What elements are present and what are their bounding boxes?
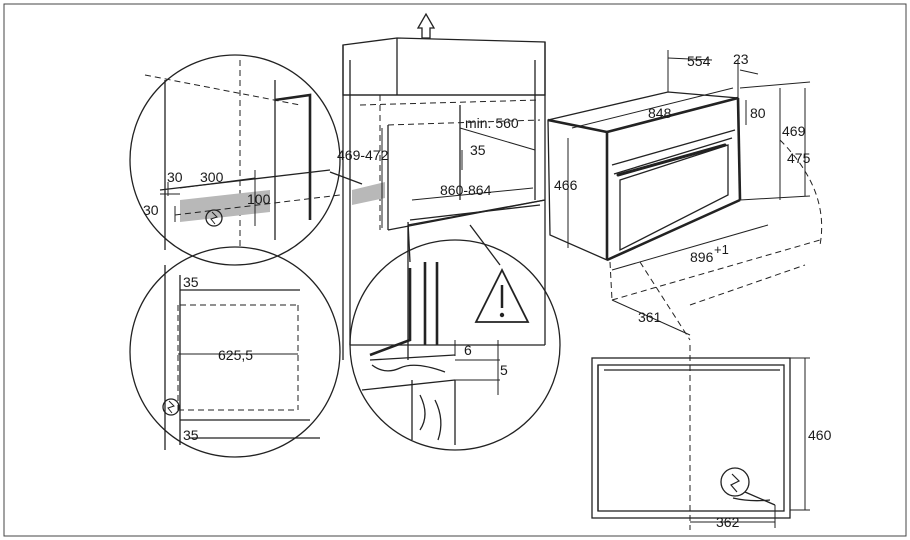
power-symbol-icon	[162, 398, 180, 416]
oven-front-view: 460 362	[591, 345, 832, 530]
dim-466: 466	[554, 177, 578, 193]
power-symbol-icon	[205, 209, 223, 227]
dim-30-top: 30	[167, 169, 183, 185]
dim-300: 300	[200, 169, 224, 185]
dim-80: 80	[750, 105, 766, 121]
dim-896-tolerance: +1	[714, 242, 729, 257]
detail-circle-top-left: 30 300 30 100	[129, 54, 363, 266]
dim-625: 625,5	[218, 347, 253, 363]
power-symbol-icon	[720, 467, 750, 497]
dim-848: 848	[648, 105, 672, 121]
dim-30-left: 30	[143, 202, 159, 218]
detail-circle-bottom-center: 6 5	[349, 221, 561, 451]
oven-isometric: 554 23 848 80 469 475 466 896 +1 361	[547, 50, 823, 341]
dim-469-472: 469-472	[337, 147, 389, 163]
dim-362: 362	[716, 514, 740, 530]
dim-5: 5	[500, 362, 508, 378]
dim-35-bottom: 35	[183, 427, 199, 443]
dim-896: 896	[690, 249, 714, 265]
dim-475: 475	[787, 150, 811, 166]
cabinet: 469-472 min. 560 35 860-864	[337, 12, 546, 360]
dim-361: 361	[638, 309, 662, 325]
up-arrow-icon	[416, 12, 436, 39]
dim-6: 6	[464, 342, 472, 358]
dim-100: 100	[247, 191, 271, 207]
dim-35-top: 35	[183, 274, 199, 290]
dim-23: 23	[733, 51, 749, 67]
dim-35-mid: 35	[470, 142, 486, 158]
dim-860-864: 860-864	[440, 182, 492, 198]
dim-460: 460	[808, 427, 832, 443]
dim-min560: min. 560	[465, 115, 519, 131]
dim-554: 554	[687, 53, 711, 69]
outer-frame	[3, 3, 907, 537]
dim-469: 469	[782, 123, 806, 139]
detail-circle-bottom-left: 35 625,5 35	[129, 246, 341, 458]
